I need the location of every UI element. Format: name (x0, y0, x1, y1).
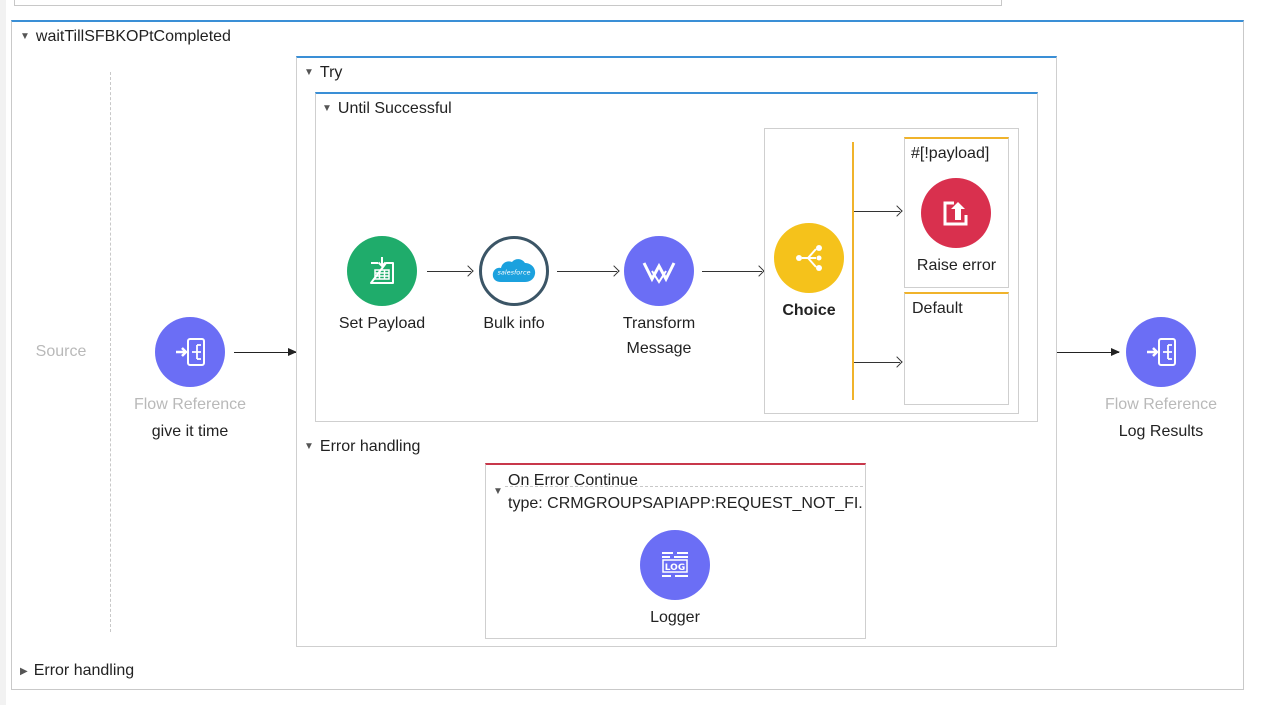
logger-component[interactable]: LOG (640, 530, 710, 600)
choice-component[interactable] (774, 223, 844, 293)
salesforce-cloud-icon: salesforce (492, 259, 536, 282)
try-error-handling-header[interactable]: ▼ Error handling (304, 438, 420, 456)
logger-icon-text: LOG (665, 563, 685, 573)
until-successful-header[interactable]: ▼ Until Successful (322, 100, 452, 118)
connector-arrow (702, 271, 762, 272)
set-payload-component[interactable] (347, 236, 417, 306)
transform-message-label-line1: Transform (622, 315, 696, 332)
source-divider (110, 72, 111, 632)
transform-message-label-line2: Message (626, 340, 692, 357)
flow-reference-1-name: give it time (151, 423, 229, 440)
flow-reference-icon (176, 338, 205, 366)
raise-error-label: Raise error (916, 257, 997, 274)
default-branch[interactable] (904, 292, 1009, 405)
set-payload-icon (370, 257, 394, 284)
flow-reference-log-results[interactable] (1126, 317, 1196, 387)
collapse-triangle-icon[interactable]: ▼ (304, 67, 314, 78)
flow-header[interactable]: ▼ waitTillSFBKOPtCompleted (20, 28, 231, 46)
collapse-triangle-icon[interactable]: ▼ (304, 441, 314, 452)
choice-router-icon (796, 245, 822, 271)
flow-reference-2-type: Flow Reference (1104, 396, 1218, 413)
branch-arrow-when (854, 211, 900, 212)
left-gutter (0, 0, 6, 705)
logger-label: Logger (650, 609, 700, 626)
dataweave-icon (642, 262, 676, 284)
collapse-triangle-icon[interactable]: ▼ (322, 103, 332, 114)
on-error-continue-label: On Error Continue (508, 472, 638, 489)
raise-error-component[interactable] (921, 178, 991, 248)
on-error-divider (505, 486, 863, 487)
on-error-type: type: CRMGROUPSAPIAPP:REQUEST_NOT_FI... (508, 495, 864, 512)
raise-error-icon (943, 201, 968, 226)
default-label: Default (912, 300, 963, 317)
until-successful-label: Until Successful (337, 100, 452, 117)
flow-error-handling-header[interactable]: ▶ Error handling (20, 662, 134, 680)
collapse-triangle-icon[interactable]: ▼ (20, 31, 30, 42)
connector-arrow (427, 271, 471, 272)
connector-arrow (557, 271, 617, 272)
bulk-info-component[interactable]: salesforce (479, 236, 549, 306)
collapse-triangle-icon[interactable]: ▼ (493, 486, 503, 497)
set-payload-label: Set Payload (338, 315, 426, 332)
connector-arrow (234, 348, 297, 356)
source-label[interactable]: Source (35, 343, 87, 360)
try-header[interactable]: ▼ Try (304, 64, 342, 82)
top-input-edge (14, 0, 1002, 6)
choice-label: Choice (782, 302, 836, 319)
choice-branch-line (852, 142, 854, 400)
try-label: Try (319, 64, 343, 81)
try-error-handling-label: Error handling (319, 438, 421, 455)
flow-reference-1-type: Flow Reference (133, 396, 247, 413)
salesforce-logo-text: salesforce (497, 269, 530, 277)
transform-message-component[interactable] (624, 236, 694, 306)
flow-reference-2-name: Log Results (1118, 423, 1204, 440)
flow-reference-give-it-time[interactable] (155, 317, 225, 387)
branch-arrow-default (854, 362, 900, 363)
connector-arrow (1057, 348, 1120, 356)
logger-icon: LOG (662, 552, 688, 577)
flow-reference-icon (1147, 338, 1176, 366)
expand-triangle-icon[interactable]: ▶ (20, 666, 28, 677)
when-expression[interactable]: #[!payload] (911, 145, 990, 162)
flow-error-handling-label: Error handling (33, 662, 135, 679)
flow-name: waitTillSFBKOPtCompleted (35, 28, 231, 45)
bulk-info-label: Bulk info (483, 315, 545, 332)
